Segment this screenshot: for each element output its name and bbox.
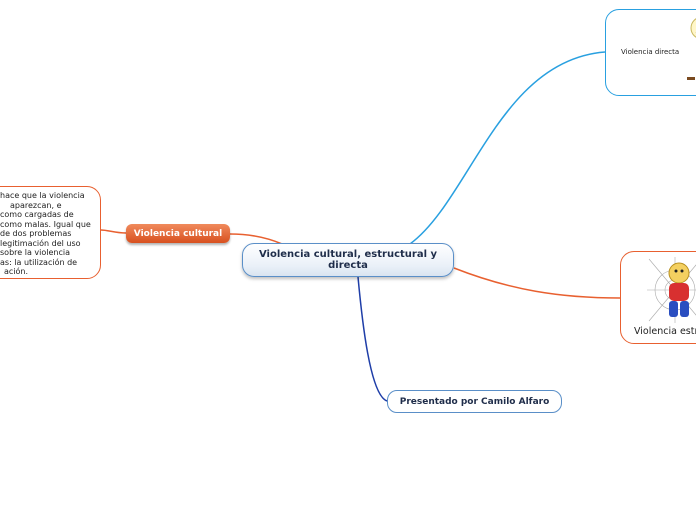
violencia-cultural-node[interactable]: Violencia cultural — [126, 224, 230, 243]
central-topic-node[interactable]: Violencia cultural, estructural y direct… — [242, 243, 454, 277]
description-line: como cargadas de — [0, 210, 74, 219]
description-line: as: la utilización de — [0, 257, 78, 267]
description-line: legitimación del uso — [0, 238, 81, 248]
violencia-estructural-node[interactable]: Violencia estr — [620, 251, 696, 344]
connector-cultural-desc — [100, 229, 127, 234]
presentado-por-node[interactable]: Presentado por Camilo Alfaro — [387, 390, 562, 413]
cultural-description-text: hace que la violencia aparezcan, e como … — [0, 191, 100, 277]
description-line: de dos problemas — [0, 229, 72, 238]
spiderman-cartoon-image — [647, 257, 696, 323]
violencia-directa-node[interactable]: Violencia directa — [605, 9, 696, 96]
cartoon-illustration-image — [687, 18, 696, 80]
presentado-por-label: Presentado por Camilo Alfaro — [399, 396, 550, 407]
connector-presentado — [357, 276, 388, 402]
description-line: ación. — [4, 267, 29, 276]
connector-estructural — [453, 267, 621, 299]
cultural-description-box[interactable]: hace que la violencia aparezcan, e como … — [0, 186, 101, 279]
violencia-estructural-label: Violencia estr — [634, 326, 696, 337]
description-line: como malas. Igual que — [0, 219, 91, 229]
violencia-directa-label: Violencia directa — [621, 48, 680, 56]
description-line: sobre la violencia — [0, 248, 70, 257]
description-line: aparezcan, e — [10, 200, 62, 210]
description-line: hace que la violencia — [0, 191, 85, 200]
connector-directa — [409, 51, 606, 245]
violencia-cultural-label: Violencia cultural — [133, 228, 223, 239]
connector-cultural — [229, 233, 283, 245]
central-topic-label: Violencia cultural, estructural y direct… — [258, 249, 438, 271]
